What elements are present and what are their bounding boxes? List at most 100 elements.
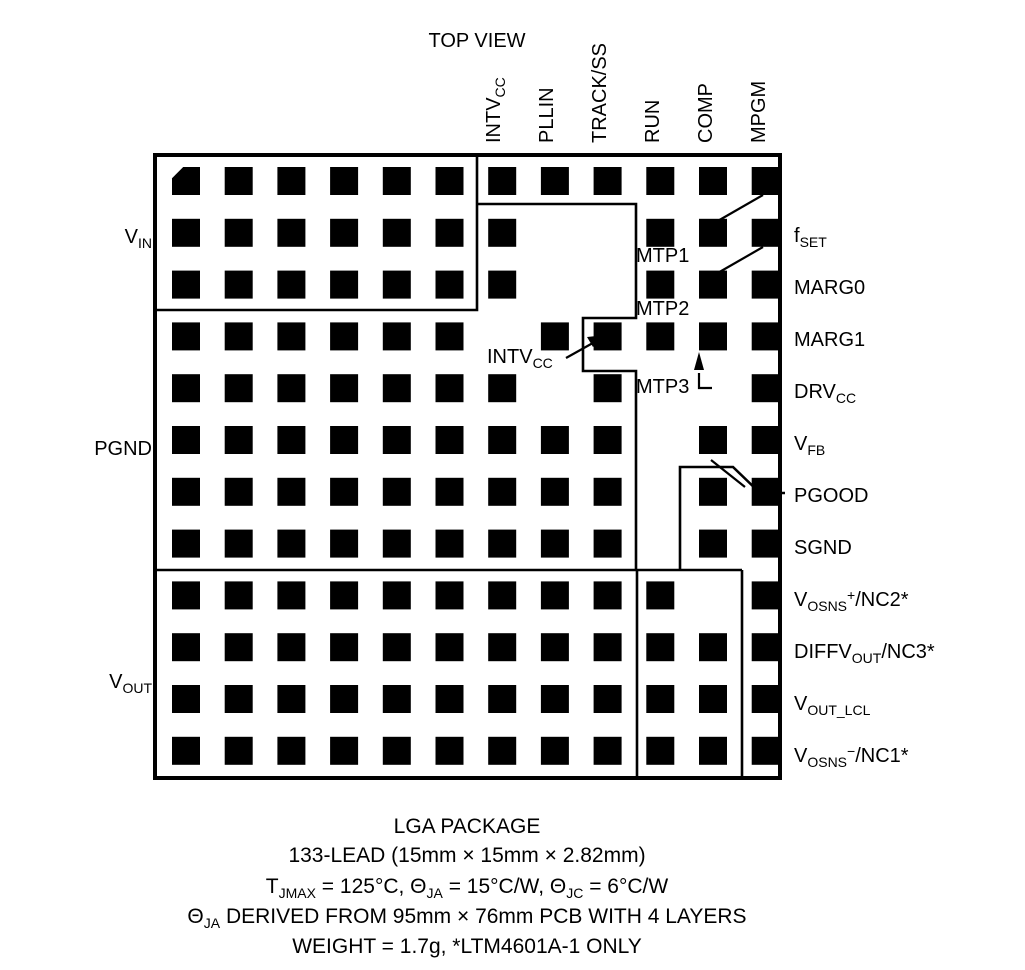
right-label-vout-lcl: VOUT_LCL bbox=[794, 693, 871, 718]
pad bbox=[172, 685, 200, 713]
leader-line-mpgm-2 bbox=[715, 246, 764, 275]
pad bbox=[382, 477, 411, 506]
leader-line-mpgm-1 bbox=[715, 194, 764, 223]
pad bbox=[751, 633, 780, 662]
pad bbox=[593, 374, 622, 403]
pad bbox=[172, 581, 200, 610]
column-labels: INTVCC PLLIN TRACK/SS RUN COMP MPGM bbox=[483, 43, 770, 143]
pad bbox=[435, 633, 464, 662]
pad bbox=[540, 633, 569, 662]
pad bbox=[382, 633, 411, 662]
pad bbox=[646, 581, 675, 610]
pad bbox=[593, 736, 622, 765]
column-label-run: RUN bbox=[642, 100, 664, 143]
pad bbox=[224, 218, 253, 247]
pad bbox=[172, 529, 200, 558]
pad bbox=[435, 167, 464, 195]
pad bbox=[435, 322, 464, 351]
package-outline bbox=[153, 153, 782, 780]
pad bbox=[751, 685, 780, 713]
caption-line-5: WEIGHT = 1.7g, *LTM4601A-1 ONLY bbox=[292, 935, 642, 958]
pad bbox=[277, 736, 306, 765]
pad bbox=[488, 426, 517, 454]
pad bbox=[646, 736, 675, 765]
pad bbox=[699, 477, 727, 506]
pad bbox=[172, 374, 200, 403]
pad bbox=[330, 322, 359, 351]
pad bbox=[382, 322, 411, 351]
left-label-pgnd: PGND bbox=[94, 438, 152, 460]
pad bbox=[172, 426, 200, 454]
pad bbox=[330, 685, 359, 713]
pad bbox=[277, 374, 306, 403]
left-label-vout: VOUT bbox=[109, 671, 152, 696]
pad bbox=[330, 374, 359, 403]
pad bbox=[382, 167, 411, 195]
pad bbox=[435, 736, 464, 765]
pad bbox=[540, 529, 569, 558]
column-label-mpgm: MPGM bbox=[748, 81, 770, 143]
pad bbox=[540, 736, 569, 765]
pad bbox=[172, 633, 200, 662]
pad bbox=[540, 322, 569, 351]
caption-line-3: TJMAX = 125°C, ΘJA = 15°C/W, ΘJC = 6°C/W bbox=[266, 875, 669, 901]
pad bbox=[488, 633, 517, 662]
intvcc-arrowhead bbox=[587, 335, 606, 347]
pad bbox=[488, 218, 517, 247]
pad bbox=[435, 685, 464, 713]
pad bbox=[593, 685, 622, 713]
pad bbox=[751, 581, 780, 610]
pad bbox=[330, 736, 359, 765]
pad bbox=[224, 167, 253, 195]
pad bbox=[435, 477, 464, 506]
pad bbox=[751, 426, 780, 454]
pad bbox=[699, 218, 727, 247]
pad bbox=[277, 685, 306, 713]
pad bbox=[382, 581, 411, 610]
right-label-marg0: MARG0 bbox=[794, 277, 865, 299]
pad bbox=[751, 529, 780, 558]
right-label-pgood: PGOOD bbox=[794, 485, 868, 507]
pad bbox=[751, 270, 780, 299]
pad bbox=[699, 685, 727, 713]
pad bbox=[382, 270, 411, 299]
pad bbox=[330, 167, 359, 195]
pad bbox=[172, 477, 200, 506]
pad bbox=[382, 529, 411, 558]
mtp2-label: MTP2 bbox=[636, 298, 689, 320]
pad bbox=[435, 426, 464, 454]
pad bbox=[277, 218, 306, 247]
pad bbox=[224, 685, 253, 713]
pad bbox=[277, 581, 306, 610]
pad bbox=[277, 322, 306, 351]
pad bbox=[224, 322, 253, 351]
right-label-vosns-plus: VOSNS+/NC2* bbox=[794, 587, 909, 614]
pad bbox=[593, 633, 622, 662]
pad bbox=[277, 633, 306, 662]
leader-line-vfb-pgood bbox=[710, 459, 746, 488]
right-label-diffvout: DIFFVOUT/NC3* bbox=[794, 641, 935, 666]
pad bbox=[540, 581, 569, 610]
pad bbox=[330, 529, 359, 558]
pad bbox=[224, 581, 253, 610]
right-label-marg1: MARG1 bbox=[794, 329, 865, 351]
caption-line-1: LGA PACKAGE bbox=[394, 815, 541, 838]
pad bbox=[751, 477, 780, 506]
pad bbox=[224, 477, 253, 506]
pad bbox=[540, 167, 569, 195]
column-label-comp: COMP bbox=[695, 83, 717, 143]
pad bbox=[435, 270, 464, 299]
pad bbox=[435, 581, 464, 610]
pad bbox=[435, 529, 464, 558]
pad bbox=[224, 529, 253, 558]
pad bbox=[646, 633, 675, 662]
pad bbox=[382, 374, 411, 403]
right-label-vosns-minus: VOSNS−/NC1* bbox=[794, 743, 909, 770]
pad bbox=[382, 426, 411, 454]
pad bbox=[540, 685, 569, 713]
column-label-pllin: PLLIN bbox=[536, 87, 558, 143]
top-view-label: TOP VIEW bbox=[428, 30, 525, 52]
pad bbox=[751, 374, 780, 403]
pad bbox=[224, 426, 253, 454]
